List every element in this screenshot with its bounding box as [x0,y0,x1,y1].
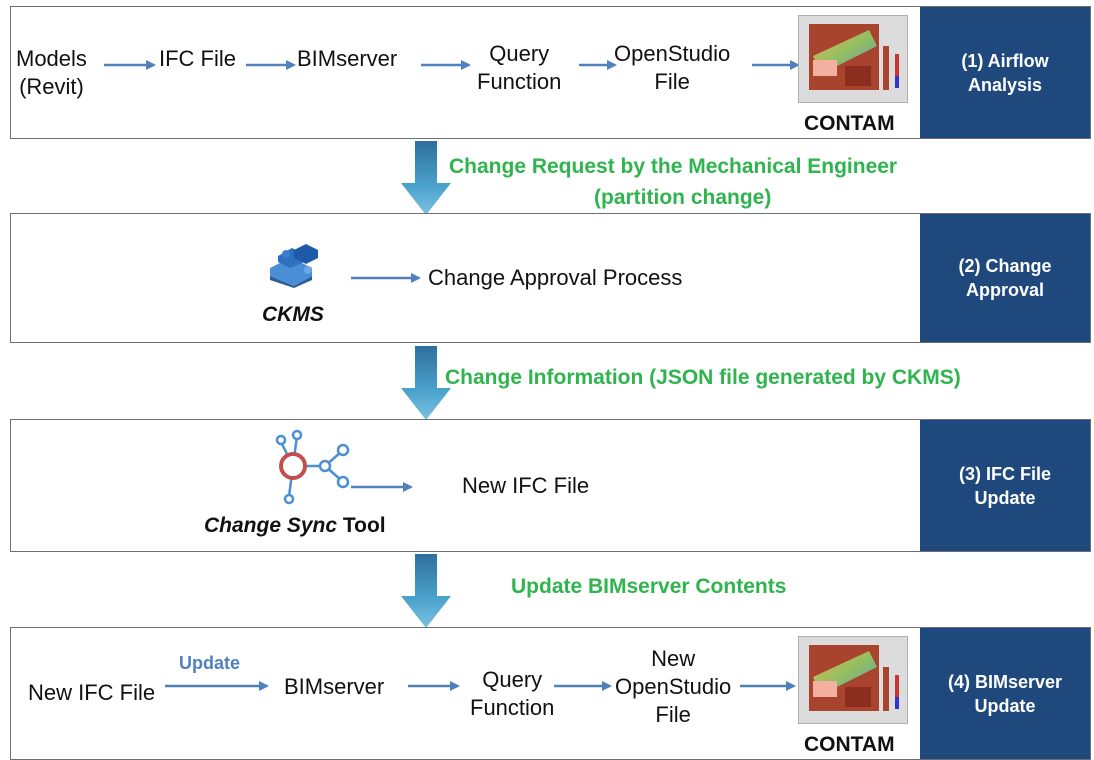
node-openstudio-file: OpenStudio File [614,41,731,94]
panel-ifc-file-update: Change Sync Tool New IFC File (3) IFC Fi… [10,419,1091,552]
down-arrow [401,554,451,628]
contam-model-image [798,15,908,103]
down-arrow [401,141,451,215]
ckms-caption: CKMS [262,303,324,326]
flow-arrow [740,681,796,691]
change-sync-tool-caption: Change Sync Tool [204,512,386,540]
flow-arrow [421,60,471,70]
contam-model-image [798,636,908,724]
network-node-icon [275,429,350,505]
flow-arrow [579,60,617,70]
down-arrow [401,346,451,420]
panel-airflow-analysis: Models (Revit) IFC File BIMserver Query … [10,6,1091,139]
transition-text-line2: (partition change) [594,186,772,209]
transition-text: Change Information (JSON file generated … [445,366,961,389]
change-approval-process: Change Approval Process [428,265,683,290]
contam-caption: CONTAM [804,733,895,756]
flow-arrow [165,681,269,691]
flow-arrow [351,482,413,492]
node-ifc-file: IFC File [159,46,236,71]
panel-label: (3) IFC File Update [920,420,1090,551]
panel-bimserver-update: New IFC File Update BIMserver Query Func… [10,627,1091,760]
contam-caption: CONTAM [804,112,895,135]
change-sync-italic: Change Sync [204,514,338,537]
node-models-revit: Models (Revit) [16,46,87,99]
panel-change-approval: CKMS Change Approval Process (2) Change … [10,213,1091,343]
flow-arrow [408,681,460,691]
flow-arrow [351,273,421,283]
flow-arrow [554,681,612,691]
flow-arrow [104,60,156,70]
transition-text-line1: Change Request by the Mechanical Enginee… [449,155,898,178]
flow-arrow [246,60,296,70]
update-arrow-label: Update [179,653,241,673]
panel-label: (4) BIMserver Update [920,628,1090,759]
node-new-ifc-file: New IFC File [28,680,156,705]
flow-arrow [752,60,800,70]
tool-word: Tool [337,514,386,537]
panel-label: (2) Change Approval [920,214,1090,342]
node-bimserver: BIMserver [284,674,385,699]
node-query-function: Query Function [470,667,555,720]
node-query-function: Query Function [477,41,562,94]
puzzle-icon [270,244,318,288]
new-ifc-file-output: New IFC File [462,473,590,498]
node-bimserver: BIMserver [297,46,398,71]
node-new-openstudio-file: New OpenStudio File [615,646,732,727]
panel-label: (1) Airflow Analysis [920,7,1090,138]
transition-text: Update BIMserver Contents [511,575,787,598]
